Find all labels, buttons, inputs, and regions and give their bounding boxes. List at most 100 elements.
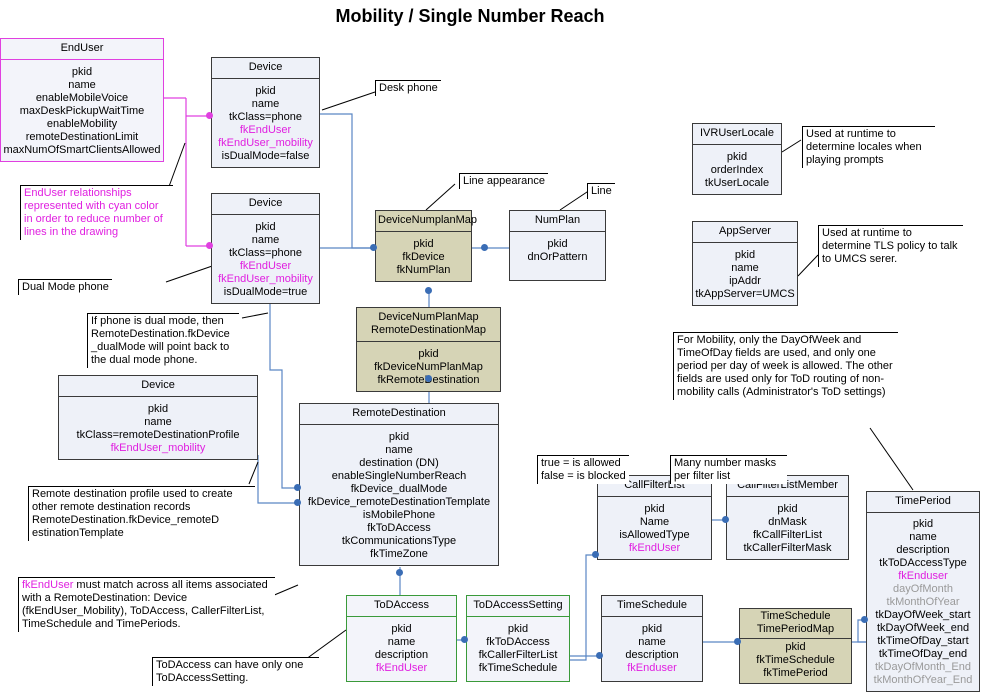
field: pkid: [641, 623, 663, 635]
field: fkTimeSchedule: [756, 654, 835, 666]
field: tkClass=remoteDestinationProfile: [76, 429, 240, 441]
field: Name: [639, 516, 670, 528]
note-line: Line: [587, 183, 615, 199]
connector-dot: [396, 569, 403, 576]
field: pkid: [388, 431, 410, 443]
field: fkEndUser: [239, 260, 292, 272]
entity-remotedestination-name: RemoteDestination: [300, 404, 498, 425]
note-ivr-locale: Used at runtime to determine locales whe…: [802, 126, 935, 168]
connector-dot: [596, 652, 603, 659]
field: enableMobileVoice: [35, 92, 129, 104]
field: pkid: [777, 503, 798, 515]
field: fkNumPlan: [396, 264, 451, 276]
field: pkid: [912, 518, 934, 530]
note-many-masks: Many number masks per filter list: [670, 455, 787, 484]
field: pkid: [734, 249, 756, 261]
field: fkDevice_remoteDestinationTemplate: [307, 496, 491, 508]
connector-dot: [734, 638, 741, 645]
field: maxDeskPickupWaitTime: [19, 105, 145, 117]
entity-timeschedule: TimeSchedule pkid name description fkEnd…: [601, 595, 703, 682]
field: tkUserLocale: [704, 177, 770, 189]
field: remoteDestinationLimit: [25, 131, 139, 143]
field: fkTimeZone: [370, 548, 428, 560]
entity-todaccesssetting: ToDAccessSetting pkid fkToDAccess fkCall…: [466, 595, 570, 682]
entity-device-dual-name: Device: [212, 194, 319, 215]
field: pkid: [418, 348, 439, 360]
entity-enduser: EndUser pkid name enableMobileVoice maxD…: [0, 38, 164, 162]
field: pkid: [255, 85, 276, 97]
entity-timeschedule-name: TimeSchedule: [602, 596, 702, 617]
connector-dot: [294, 484, 301, 491]
field: fkDevice: [402, 251, 445, 263]
entity-ivruserlocale: IVRUserLocale pkid orderIndex tkUserLoca…: [692, 123, 782, 195]
note-rdp-template: Remote destination profile used to creat…: [28, 486, 255, 541]
connector-dot: [592, 551, 599, 558]
field: name: [68, 79, 96, 91]
note-fkenduser-match: fkEndUser must match across all items as…: [18, 577, 275, 632]
entity-callfilterlist-name: CallFilterList: [598, 476, 711, 497]
fk-enduser-label: fkEndUser: [22, 579, 74, 591]
diagram-title: Mobility / Single Number Reach: [335, 6, 605, 26]
field: name: [251, 234, 280, 246]
field: fkDeviceNumPlanMap: [374, 361, 483, 373]
field: tkDayOfWeek_start: [875, 609, 971, 621]
connector-dot: [370, 244, 377, 251]
connector-dot: [206, 242, 213, 249]
field: maxNumOfSmartClientsAllowed: [3, 144, 161, 156]
note-line-appearance: Line appearance: [459, 173, 548, 189]
field: pkid: [255, 221, 276, 233]
connector-dot: [722, 516, 729, 523]
entity-appserver-name: AppServer: [693, 222, 797, 243]
field: tkMonthOfYear_End: [873, 674, 973, 686]
field: fkTimeSchedule: [478, 662, 558, 674]
field: tkMonthOfYear: [886, 596, 960, 608]
field: tkToDAccessType: [879, 557, 967, 569]
field: description: [896, 544, 950, 556]
field: name: [731, 262, 759, 274]
field: name: [387, 636, 416, 648]
entity-dnpm-rdm-name: DeviceNumPlanMap RemoteDestinationMap: [357, 308, 500, 342]
connector-dot: [461, 636, 468, 643]
field: tkDayOfMonth_End: [875, 661, 971, 673]
field: pkid: [644, 503, 665, 515]
connector-dot: [206, 112, 213, 119]
entity-ivruserlocale-name: IVRUserLocale: [693, 124, 781, 145]
entity-numplan-name: NumPlan: [510, 211, 605, 232]
connector-dot: [481, 244, 488, 251]
field: pkid: [391, 623, 412, 635]
field: enableMobility: [46, 118, 118, 130]
entity-callfilterlistmember: CallFilterListMember pkid dnMask fkCallF…: [726, 475, 849, 560]
entity-device-desk: Device pkid name tkClass=phone fkEndUser…: [211, 57, 320, 168]
field: fkCallerFilterList: [478, 649, 558, 661]
field: pkid: [785, 641, 806, 653]
field: orderIndex: [710, 164, 764, 176]
field: fkToDAccess: [367, 522, 431, 534]
field: isAllowedType: [619, 529, 690, 541]
field: isDualMode=false: [221, 150, 310, 162]
entity-tstpm-name: TimeSchedule TimePeriodMap: [740, 609, 851, 639]
field: dayOfMonth: [893, 583, 953, 595]
entity-name-line: TimePeriodMap: [756, 623, 835, 635]
entity-remotedestination: RemoteDestination pkid name destination …: [299, 403, 499, 566]
field: isDualMode=true: [223, 286, 308, 298]
field: fkToDAccess: [486, 636, 550, 648]
field: fkDevice_dualMode: [350, 483, 448, 495]
note-mobility-fields: For Mobility, only the DayOfWeek and Tim…: [673, 332, 898, 400]
field: name: [909, 531, 937, 543]
connector-dot: [425, 287, 432, 294]
field: fkCallFilterList: [752, 529, 823, 541]
entity-timeperiod-name: TimePeriod: [867, 492, 979, 513]
field: dnOrPattern: [527, 251, 588, 263]
connector-dot: [861, 616, 868, 623]
entity-name-line: TimeSchedule: [760, 610, 831, 622]
entity-timeperiod: TimePeriod pkid name description tkToDAc…: [866, 491, 980, 692]
field: fkEnduser: [627, 662, 677, 674]
field: ipAddr: [729, 275, 761, 287]
field: tkTimeOfDay_start: [877, 635, 969, 647]
entity-callfilterlist: CallFilterList pkid Name isAllowedType f…: [597, 475, 712, 560]
field: description: [625, 649, 679, 661]
entity-enduser-name: EndUser: [1, 39, 163, 60]
entity-timeschedule-timeperiodmap: TimeSchedule TimePeriodMap pkid fkTimeSc…: [739, 608, 852, 684]
note-dual-mode-phone: Dual Mode phone: [18, 279, 112, 295]
field: pkid: [507, 623, 529, 635]
